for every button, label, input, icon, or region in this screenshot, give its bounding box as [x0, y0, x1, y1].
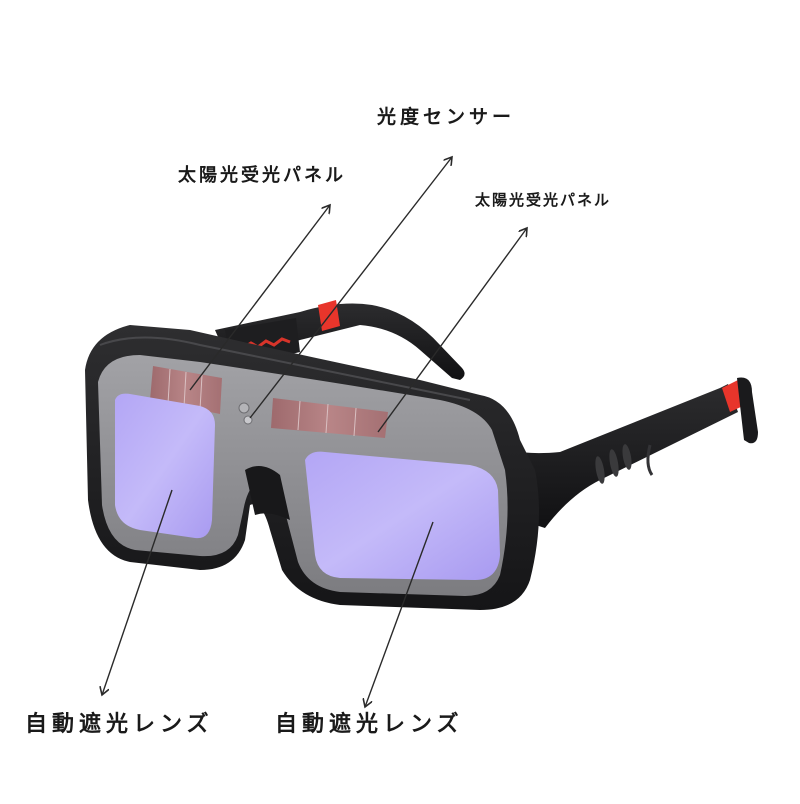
lens-left [115, 393, 215, 539]
arrow-solar-left [189, 205, 330, 391]
lens-right [305, 451, 500, 580]
label-solar-panel-right: 太陽光受光パネル [475, 191, 612, 209]
arrow-lens-left [102, 489, 173, 695]
hinge-zigzag-accent [242, 337, 291, 350]
arrow-light-sensor [249, 157, 452, 419]
label-solar-panel-left: 太陽光受光パネル [178, 165, 346, 186]
callout-arrows [102, 157, 527, 707]
near-temple-arm [510, 377, 758, 528]
label-light-sensor: 光度センサー [377, 106, 516, 128]
label-lens-right: 自動遮光レンズ [275, 712, 464, 737]
nose-bridge [245, 466, 290, 520]
arrow-solar-right [377, 228, 527, 433]
light-sensor [238, 402, 253, 425]
arrow-lens-right [365, 521, 434, 707]
solar-panel-right [271, 398, 388, 438]
label-lens-left: 自動遮光レンズ [25, 712, 214, 737]
